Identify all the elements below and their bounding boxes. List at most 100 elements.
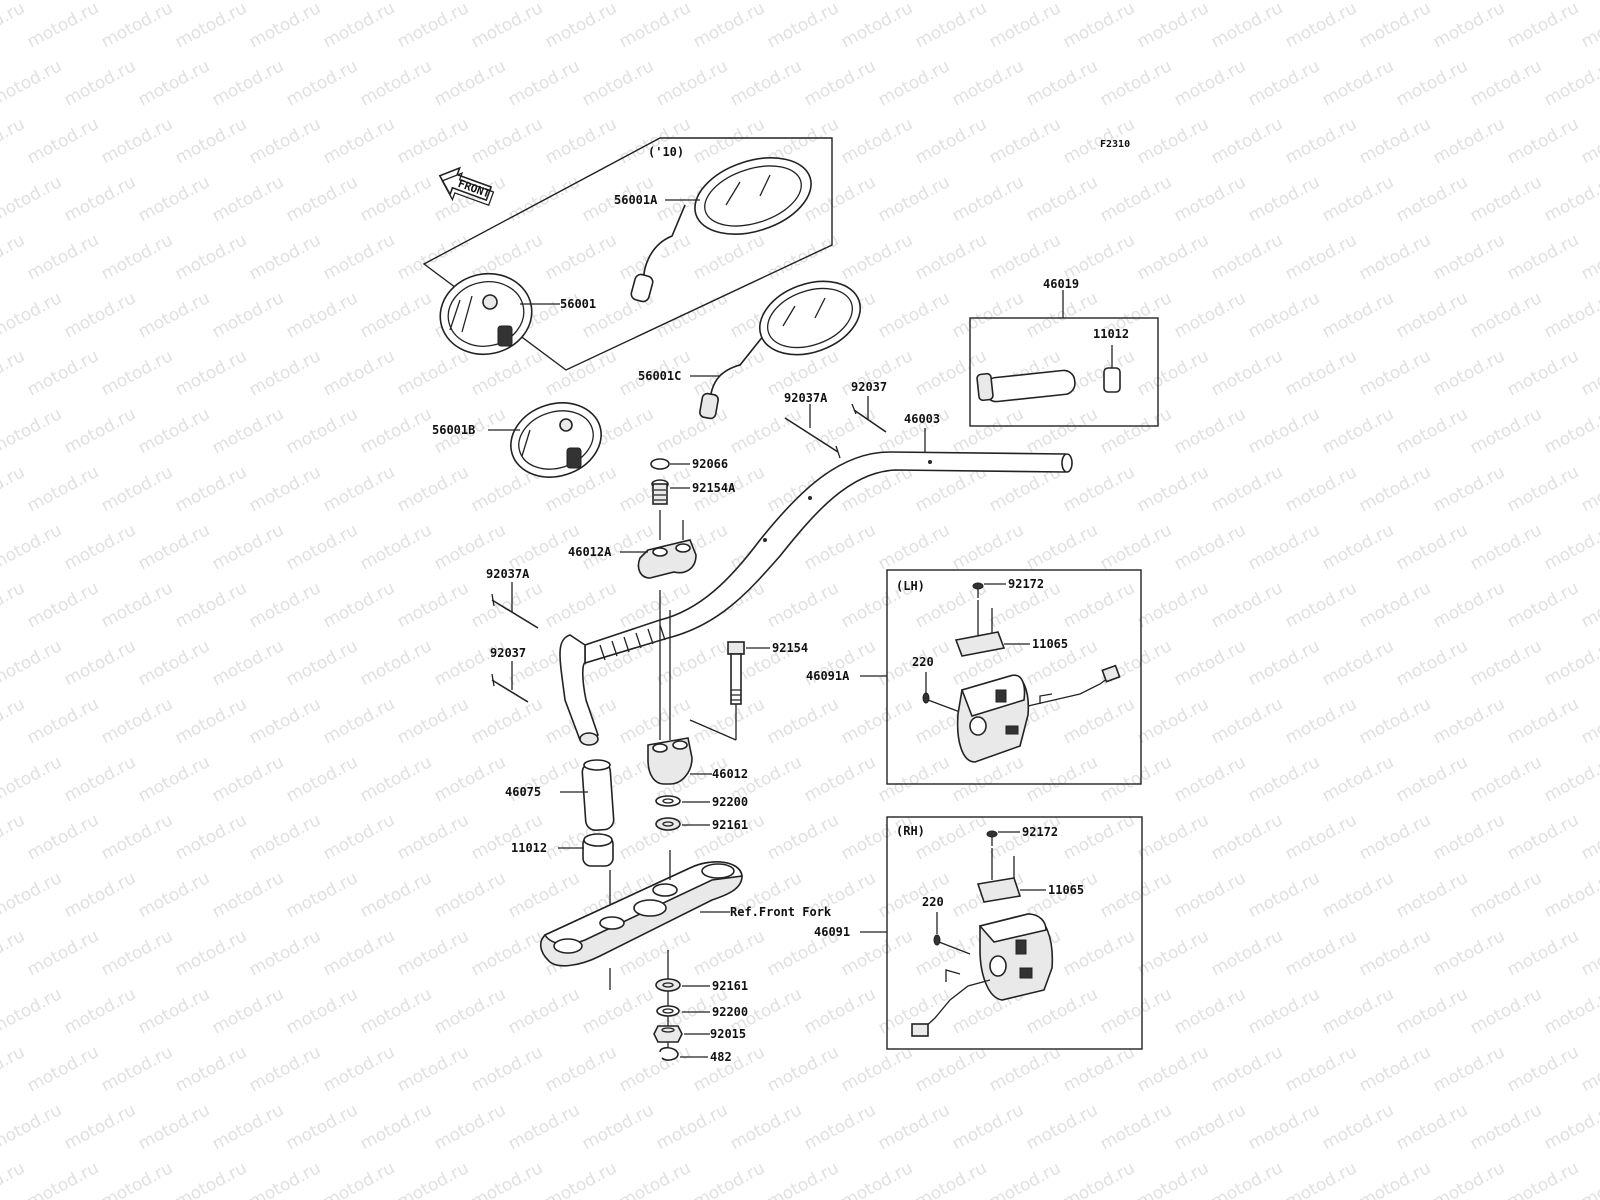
rh-screw-220-icon [933, 934, 971, 955]
watermark-text: motod.ru [320, 230, 398, 284]
watermark-text: motod.ru [1060, 462, 1138, 516]
watermark-text: motod.ru [1578, 1158, 1600, 1200]
part-label-92037-left: 92037 [490, 646, 526, 660]
watermark-text: motod.ru [283, 56, 361, 110]
watermark-text: motod.ru [949, 404, 1027, 458]
pin-482-icon [659, 1046, 679, 1061]
watermark-text: motod.ru [172, 230, 250, 284]
watermark-text: motod.ru [0, 346, 28, 400]
watermark-text: motod.ru [1430, 346, 1508, 400]
watermark-text: motod.ru [135, 520, 213, 574]
washer-92200-top-icon [655, 795, 681, 807]
watermark-text: motod.ru [1430, 578, 1508, 632]
watermark-text: motod.ru [320, 694, 398, 748]
figure-code: F2310 [1100, 139, 1130, 150]
watermark-text: motod.ru [1541, 1100, 1600, 1154]
watermark-text: motod.ru [1023, 752, 1101, 806]
watermark-text: motod.ru [283, 868, 361, 922]
watermark-text: motod.ru [357, 520, 435, 574]
watermark-text: motod.ru [949, 56, 1027, 110]
watermark-text: motod.ru [1245, 404, 1323, 458]
watermark-text: motod.ru [1282, 578, 1360, 632]
watermark-text: motod.ru [949, 520, 1027, 574]
watermark-text: motod.ru [1467, 172, 1545, 226]
watermark-text: motod.ru [801, 752, 879, 806]
watermark-text: motod.ru [357, 172, 435, 226]
watermark-text: motod.ru [1208, 1042, 1286, 1096]
part-label-lh-11065: 11065 [1032, 637, 1068, 651]
watermark-text: motod.ru [394, 1158, 472, 1200]
watermark-text: motod.ru [1171, 868, 1249, 922]
watermark-text: motod.ru [764, 694, 842, 748]
watermark-text: motod.ru [0, 230, 28, 284]
rh-cover-11065-icon [976, 877, 1022, 903]
reference-note: Ref.Front Fork [730, 905, 832, 919]
watermark-text: motod.ru [1393, 520, 1471, 574]
watermark-text: motod.ru [468, 578, 546, 632]
watermark-text: motod.ru [1060, 926, 1138, 980]
watermark-text: motod.ru [468, 926, 546, 980]
cap-11012-left-icon [582, 833, 614, 867]
watermark-text: motod.ru [912, 0, 990, 52]
watermark-text: motod.ru [875, 172, 953, 226]
watermark-text: motod.ru [1467, 56, 1545, 110]
part-label-482: 482 [710, 1050, 732, 1064]
watermark-text: motod.ru [542, 0, 620, 52]
watermark-text: motod.ru [24, 462, 102, 516]
watermark-text: motod.ru [949, 288, 1027, 342]
watermark-text: motod.ru [1208, 578, 1286, 632]
watermark-text: motod.ru [1134, 694, 1212, 748]
watermark-text: motod.ru [1504, 578, 1582, 632]
watermark-text: motod.ru [1282, 1158, 1360, 1200]
watermark-text: motod.ru [1245, 752, 1323, 806]
watermark-text: motod.ru [1578, 578, 1600, 632]
watermark-text: motod.ru [246, 694, 324, 748]
watermark-text: motod.ru [1393, 868, 1471, 922]
part-label-46091: 46091 [814, 925, 850, 939]
watermark-text: motod.ru [579, 1100, 657, 1154]
watermark-text: motod.ru [875, 56, 953, 110]
watermark-text: motod.ru [357, 404, 435, 458]
watermark-text: motod.ru [616, 1158, 694, 1200]
watermark-text: motod.ru [283, 984, 361, 1038]
grip-46075-icon [581, 759, 615, 832]
watermark-text: motod.ru [468, 1042, 546, 1096]
watermark-text: motod.ru [1393, 1100, 1471, 1154]
part-label-92200-top: 92200 [712, 795, 748, 809]
watermark-text: motod.ru [24, 1158, 102, 1200]
watermark-text: motod.ru [1356, 926, 1434, 980]
watermark-text: motod.ru [1171, 984, 1249, 1038]
rh-screw-92172-icon [986, 830, 998, 846]
part-label-92161-top: 92161 [712, 818, 748, 832]
part-label-46091A: 46091A [806, 669, 850, 683]
grip-46019-icon [976, 367, 1121, 403]
part-label-92200-bottom: 92200 [712, 1005, 748, 1019]
watermark-text: motod.ru [320, 578, 398, 632]
watermark-text: motod.ru [431, 868, 509, 922]
watermark-text: motod.ru [1134, 230, 1212, 284]
watermark-text: motod.ru [172, 926, 250, 980]
watermark-text: motod.ru [394, 346, 472, 400]
watermark-text: motod.ru [320, 0, 398, 52]
watermark-text: motod.ru [320, 810, 398, 864]
watermark-text: motod.ru [690, 926, 768, 980]
watermark-text: motod.ru [1097, 752, 1175, 806]
watermark-text: motod.ru [283, 520, 361, 574]
watermark-text: motod.ru [542, 230, 620, 284]
watermark-text: motod.ru [1245, 1100, 1323, 1154]
watermark-text: motod.ru [949, 172, 1027, 226]
watermark-text: motod.ru [209, 1100, 287, 1154]
watermark-text: motod.ru [1134, 346, 1212, 400]
watermark-text: motod.ru [61, 404, 139, 458]
watermark-text: motod.ru [1245, 636, 1323, 690]
part-label-92037A-top: 92037A [784, 391, 828, 405]
watermark-text: motod.ru [1245, 520, 1323, 574]
watermark-text: motod.ru [653, 288, 731, 342]
watermark-text: motod.ru [1393, 636, 1471, 690]
watermark-text: motod.ru [61, 636, 139, 690]
watermark-text: motod.ru [135, 984, 213, 1038]
watermark-text: motod.ru [1504, 810, 1582, 864]
watermark-text: motod.ru [764, 0, 842, 52]
watermark-text: motod.ru [1541, 636, 1600, 690]
watermark-text: motod.ru [98, 694, 176, 748]
